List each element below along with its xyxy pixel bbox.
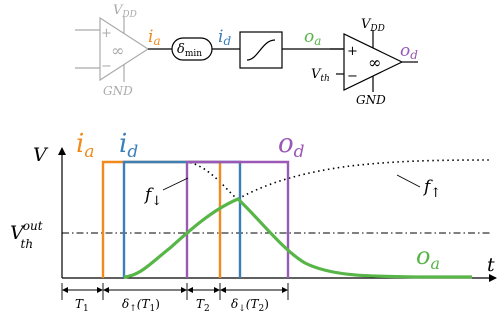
plot-label-oa: oa [416,242,440,273]
input-buffer-vdd: VDD [113,3,137,20]
circuit-label-id: id [218,27,231,48]
input-buffer-minus: − [101,59,112,74]
circuit-label-oa: oa [304,27,321,48]
filter-curve-icon [246,39,276,61]
f-down-pointer [162,177,189,191]
input-buffer [75,16,150,82]
comparator-vdd: VDD [361,17,385,34]
interval-label-delta-down: δ↓(T2) [231,297,269,314]
f-up-pointer [396,174,421,188]
y-axis-label: V [33,144,49,166]
comparator-gnd: GND [356,93,386,107]
comparator-infinity: ∞ [368,53,381,72]
plot-label-od: od [278,129,305,162]
input-buffer-plus: + [101,26,112,41]
comparator-minus: − [347,69,358,84]
interval-label-T1: T1 [75,297,89,314]
plot-label-id: id [119,129,138,162]
f-down-label: f↓ [143,185,162,209]
pulse-od [185,160,290,278]
waveform-oa [123,197,472,279]
pulse-id [122,160,242,278]
input-buffer-infinity: ∞ [111,41,124,60]
delay-element-label: δmin [177,42,202,59]
circuit: VDD GND + − ∞ ia δmin id oa VDD GND Vt [75,3,418,107]
input-buffer-gnd: GND [103,84,133,98]
plot-label-ia: ia [76,129,94,162]
interval-label-delta-up: δ↑(T1) [122,297,160,314]
circuit-label-od: od [400,41,418,62]
f-up-curve [237,159,493,200]
comparator-vth: Vth [311,67,330,84]
circuit-label-ia: ia [148,27,161,48]
interval-label-T2: T2 [196,297,210,314]
comparator [330,30,418,92]
x-axis-label: t [487,254,495,276]
comparator-plus: + [347,44,358,59]
f-up-label: f↑ [422,177,441,201]
